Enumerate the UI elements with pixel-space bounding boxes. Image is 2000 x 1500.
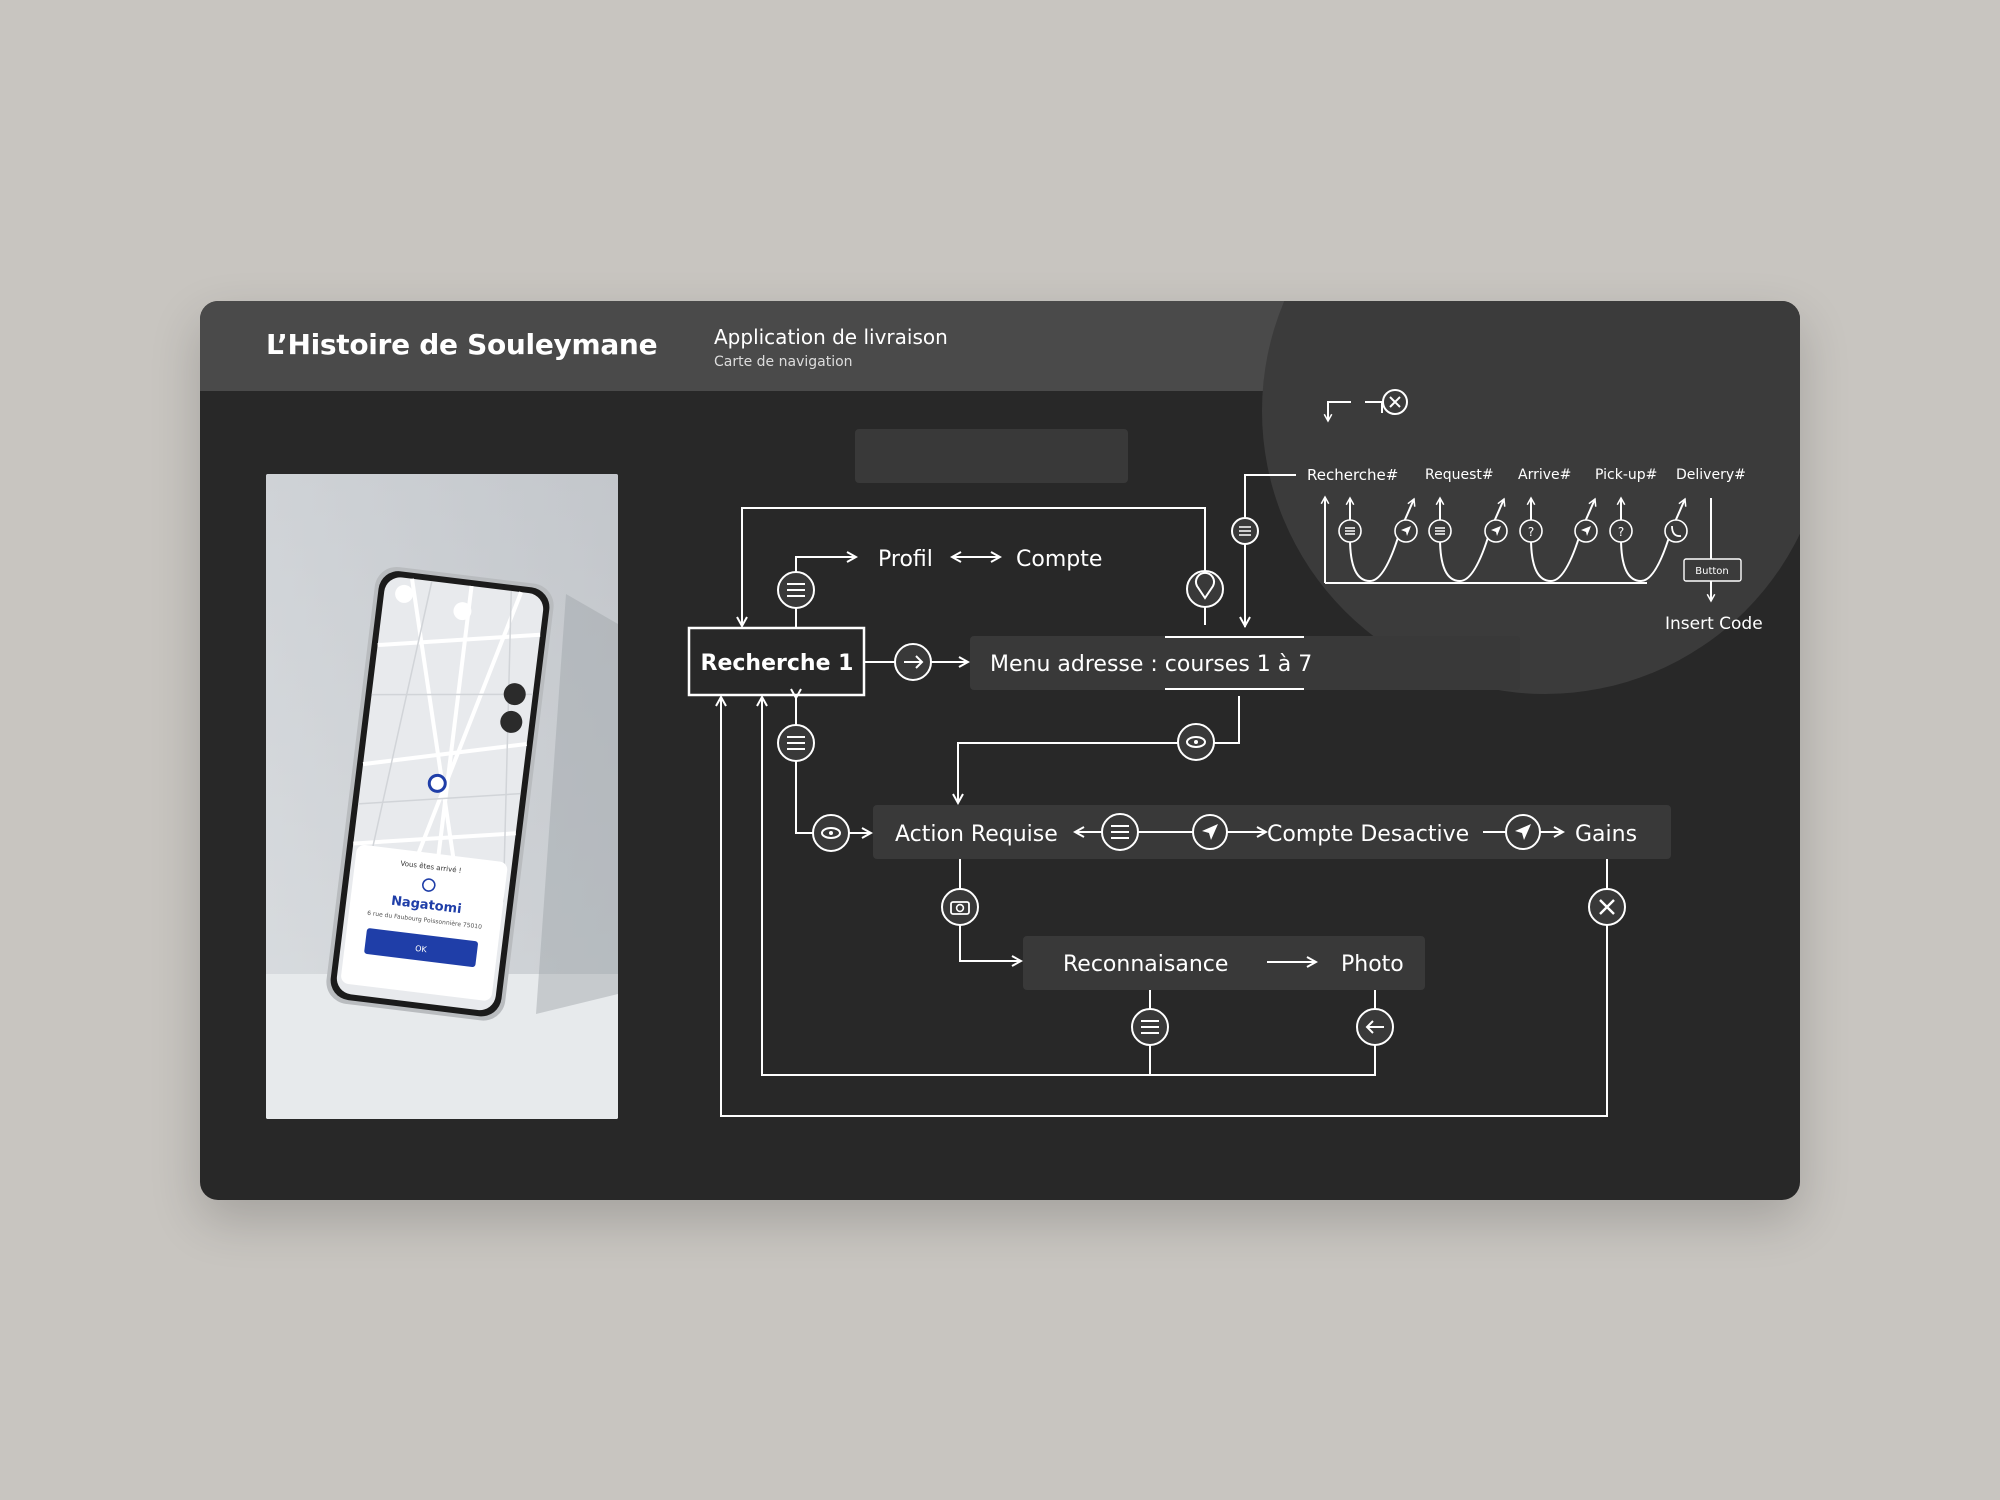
- close-icon[interactable]: [1382, 389, 1408, 415]
- menu-adresse-box: [970, 636, 1520, 690]
- back-arrow-icon[interactable]: [1356, 1008, 1394, 1046]
- map-compass-icon: [503, 683, 526, 706]
- project-title: L’Histoire de Souleymane: [266, 328, 658, 361]
- detail-icons: ? ?: [1338, 389, 1742, 582]
- node-menu-adresse[interactable]: Menu adresse : courses 1 à 7: [990, 652, 1312, 677]
- detail-arrive[interactable]: Arrive#: [1518, 467, 1571, 483]
- ok-button-label: OK: [415, 944, 428, 954]
- action-requise-box: [873, 805, 1671, 859]
- phone-illustration: Vous êtes arrivé ! Nagatomi 6 rue du Fau…: [266, 474, 618, 1119]
- navigation-arrow-icon[interactable]: [1505, 814, 1541, 850]
- detail-zoom-circle: [1262, 301, 1800, 694]
- node-reconnaisance[interactable]: Reconnaisance: [1063, 952, 1228, 977]
- recherche1-box[interactable]: [687, 626, 866, 697]
- phone-icon[interactable]: [1664, 519, 1688, 543]
- node-labels: Profil Compte Recherche 1 Menu adresse :…: [701, 547, 1638, 977]
- section-title: Application de livraison: [714, 325, 948, 349]
- navigation-map-card: L’Histoire de Souleymane Application de …: [200, 301, 1800, 1200]
- camera-icon[interactable]: [941, 888, 979, 926]
- detail-labels: Recherche# Request# Arrive# Pick-up# Del…: [1307, 466, 1763, 634]
- detail-recherche[interactable]: Recherche#: [1307, 466, 1398, 484]
- navigation-arrow-icon[interactable]: [1394, 519, 1418, 543]
- list-icon[interactable]: [1338, 519, 1362, 543]
- map-streets: [353, 578, 541, 904]
- place-pin-icon: [422, 878, 436, 892]
- detail-button[interactable]: [1683, 558, 1742, 582]
- detail-button-label: Button: [1695, 566, 1729, 577]
- navigation-arrow-icon[interactable]: [1484, 519, 1508, 543]
- help-icon[interactable]: ?: [1519, 519, 1543, 543]
- node-action-requise[interactable]: Action Requise: [895, 822, 1058, 847]
- detail-flow: ? ? Recherche# Request# Arrive# Pick-up#…: [1307, 389, 1763, 634]
- svg-text:?: ?: [1528, 525, 1534, 539]
- list-icon[interactable]: [1131, 1008, 1169, 1046]
- node-photo[interactable]: Photo: [1341, 952, 1404, 977]
- map-eye-icon: [453, 602, 472, 621]
- list-icon[interactable]: [1231, 517, 1259, 545]
- phone-shadow: [536, 594, 618, 1014]
- detail-delivery[interactable]: Delivery#: [1676, 467, 1746, 483]
- eye-icon[interactable]: [812, 814, 850, 852]
- list-icon[interactable]: [777, 724, 815, 762]
- profil-compte-box: [855, 429, 1128, 483]
- connector-icons: [777, 517, 1626, 1046]
- navigation-arrow-icon[interactable]: [1192, 814, 1228, 850]
- map-position-marker: [427, 773, 447, 793]
- map-menu-icon: [395, 584, 414, 603]
- close-icon[interactable]: [1588, 888, 1626, 926]
- list-icon[interactable]: [777, 571, 815, 609]
- detail-request[interactable]: Request#: [1425, 467, 1494, 483]
- eye-icon[interactable]: [1177, 723, 1215, 761]
- list-icon[interactable]: [1428, 519, 1452, 543]
- node-compte-desactive[interactable]: Compte Desactive: [1267, 822, 1469, 847]
- node-compte[interactable]: Compte: [1016, 547, 1102, 572]
- node-gains[interactable]: Gains: [1575, 822, 1637, 847]
- phone-photo: Vous êtes arrivé ! Nagatomi 6 rue du Fau…: [266, 474, 618, 1119]
- list-icon[interactable]: [1101, 813, 1139, 851]
- detail-pickup[interactable]: Pick-up#: [1595, 467, 1657, 483]
- login-icon[interactable]: [894, 643, 932, 681]
- detail-insert-code[interactable]: Insert Code: [1665, 614, 1763, 634]
- navigation-diagram: Profil Compte Recherche 1 Menu adresse :…: [687, 301, 1800, 1117]
- reconnaisance-box: [1023, 936, 1425, 990]
- location-pin-icon[interactable]: [1186, 570, 1224, 608]
- node-recherche1[interactable]: Recherche 1: [701, 651, 854, 676]
- map-navigation-icon: [500, 710, 523, 733]
- node-profil[interactable]: Profil: [878, 547, 933, 572]
- navigation-arrow-icon[interactable]: [1574, 519, 1598, 543]
- ok-button[interactable]: [364, 928, 478, 967]
- help-icon[interactable]: ?: [1609, 519, 1633, 543]
- svg-text:?: ?: [1618, 525, 1624, 539]
- section-subtitle: Carte de navigation: [714, 354, 853, 370]
